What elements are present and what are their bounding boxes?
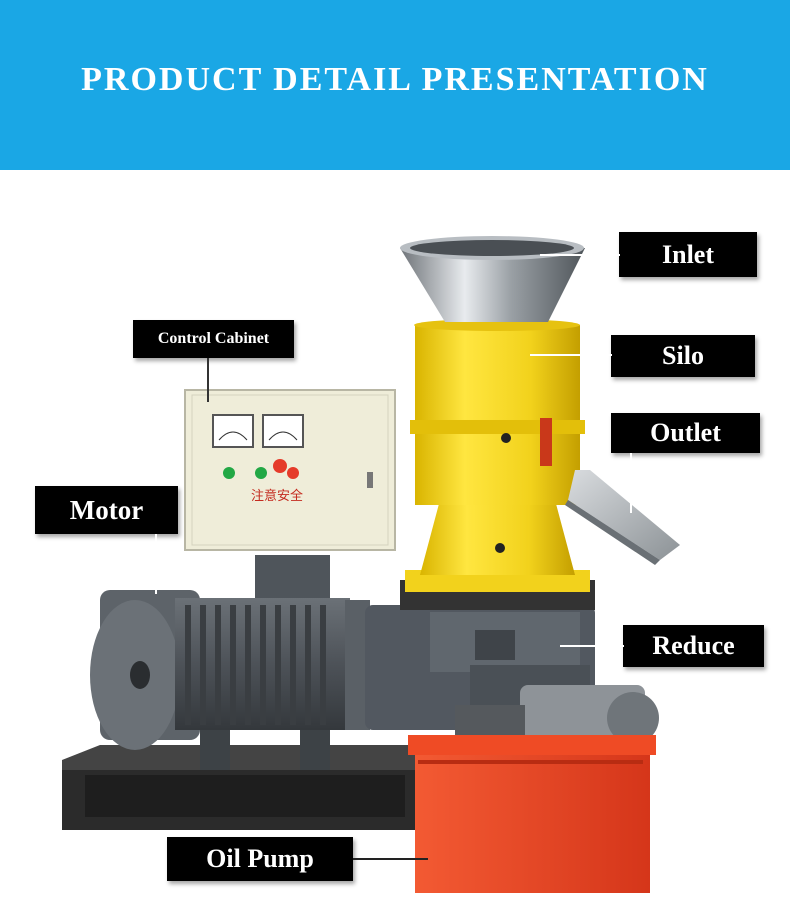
- label-oil-pump: Oil Pump: [167, 837, 353, 881]
- motor-body: [90, 555, 370, 770]
- label-reduce: Reduce: [623, 625, 764, 667]
- oil-pump-leader-line: [353, 858, 428, 860]
- page-title: PRODUCT DETAIL PRESENTATION: [81, 61, 709, 98]
- header-banner: PRODUCT DETAIL PRESENTATION: [0, 0, 790, 170]
- pellet-mill-illustration: 注意安全: [62, 236, 680, 893]
- base-frame: [62, 745, 420, 830]
- motor-leader-line: [155, 534, 157, 594]
- label-control-cabinet: Control Cabinet: [133, 320, 294, 358]
- oil-pump: [408, 685, 659, 893]
- silo-leader-line: [530, 354, 612, 356]
- label-motor: Motor: [35, 486, 178, 534]
- label-silo: Silo: [611, 335, 755, 377]
- outlet-leader-line: [630, 453, 632, 513]
- label-inlet: Inlet: [619, 232, 757, 277]
- cabinet-warning-text: 注意安全: [251, 488, 303, 504]
- silo: [400, 319, 595, 610]
- inlet-leader-line: [540, 254, 620, 256]
- outlet-chute: [565, 470, 680, 565]
- reduce-leader-line: [560, 645, 624, 647]
- control-cabinet-leader-line: [207, 358, 209, 402]
- hopper-inlet: [400, 236, 585, 322]
- control-cabinet: 注意安全: [184, 389, 396, 551]
- label-outlet: Outlet: [611, 413, 760, 453]
